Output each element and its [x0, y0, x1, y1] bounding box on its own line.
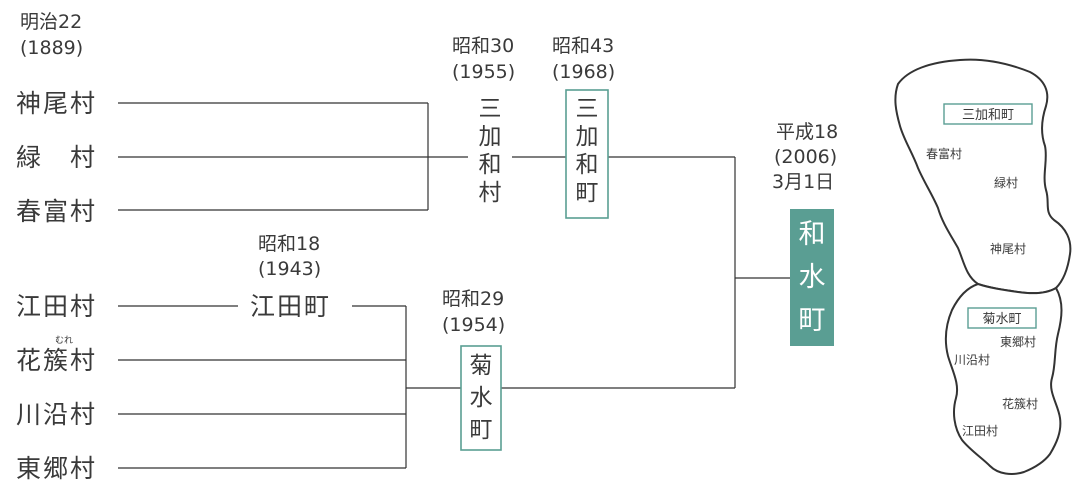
- mikawa-machi-char-2: 加: [576, 124, 599, 150]
- north-region-shape: [894, 58, 1072, 295]
- map-south-box-label: 菊水町: [982, 312, 1021, 327]
- map-south-box: [967, 307, 1037, 329]
- era-heisei18-date: 3月1日: [772, 171, 834, 193]
- connector-lines: [118, 102, 790, 469]
- era-meiji22-label: 明治22: [20, 11, 82, 33]
- era-showa18-label: 昭和18: [258, 233, 320, 255]
- mikawa-mura-char-1: 三: [479, 96, 502, 122]
- map-label-harutomi: 春富村: [926, 146, 962, 161]
- era-heisei18-label: 平成18: [776, 121, 838, 143]
- nagomi-map: 三加和町 菊水町 春富村 緑村 神尾村 東郷村 川沿村 花簇村 江田村: [894, 58, 1072, 475]
- map-label-eta: 江田村: [962, 424, 998, 438]
- era-meiji22-year: (1889): [20, 37, 83, 59]
- era-showa18-year: (1943): [258, 258, 321, 280]
- map-label-midori: 緑村: [994, 175, 1018, 190]
- map-label-togo: 東郷村: [1000, 335, 1036, 349]
- map-north-box: [943, 103, 1033, 125]
- village-harutomi: 春富村: [16, 197, 97, 226]
- kikusui-machi-char-1: 菊: [470, 353, 493, 379]
- map-label-hanamure: 花簇村: [1002, 396, 1038, 411]
- era-heisei18-year: (2006): [774, 146, 837, 168]
- era-showa30-year: (1955): [452, 61, 515, 83]
- era-showa43-label: 昭和43: [552, 35, 614, 57]
- era-showa43-year: (1968): [552, 61, 615, 83]
- south-region-shape: [944, 282, 1063, 475]
- kikusui-machi-char-2: 水: [470, 385, 493, 411]
- mikawa-machi-char-4: 町: [576, 180, 599, 206]
- era-showa30-label: 昭和30: [452, 35, 514, 57]
- nagomi-town-box: 和 水 町: [790, 209, 834, 346]
- village-hanamure-ruby: むれ: [55, 335, 73, 346]
- mikawa-village-label: 三 加 和 村: [479, 96, 502, 206]
- mikawa-machi-char-1: 三: [576, 96, 599, 122]
- era-showa29-year: (1954): [442, 314, 505, 336]
- mikawa-machi-char-3: 和: [576, 152, 599, 178]
- kikusui-town-box: 菊 水 町: [460, 345, 502, 451]
- village-hanamure: 花簇村: [16, 346, 97, 375]
- etamachi-label: 江田町: [250, 292, 331, 321]
- mikawa-town-box: 三 加 和 町: [565, 89, 609, 219]
- village-togo: 東郷村: [16, 454, 97, 483]
- mikawa-mura-char-2: 加: [479, 124, 502, 150]
- village-kamio: 神尾村: [16, 89, 97, 118]
- village-midori: 緑 村: [16, 143, 97, 172]
- map-north-box-label: 三加和町: [962, 108, 1014, 123]
- era-showa29-label: 昭和29: [442, 288, 504, 310]
- nagomi-char-2: 水: [799, 262, 826, 293]
- map-label-kawazoe: 川沿村: [954, 353, 990, 367]
- village-eta: 江田村: [16, 292, 97, 321]
- nagomi-char-1: 和: [799, 219, 826, 250]
- mikawa-mura-char-4: 村: [479, 180, 502, 206]
- village-kawazoe: 川沿村: [16, 400, 97, 429]
- mikawa-mura-char-3: 和: [479, 152, 502, 178]
- nagomi-char-3: 町: [799, 305, 826, 336]
- kikusui-machi-char-3: 町: [470, 417, 493, 443]
- map-label-kamio: 神尾村: [990, 242, 1026, 256]
